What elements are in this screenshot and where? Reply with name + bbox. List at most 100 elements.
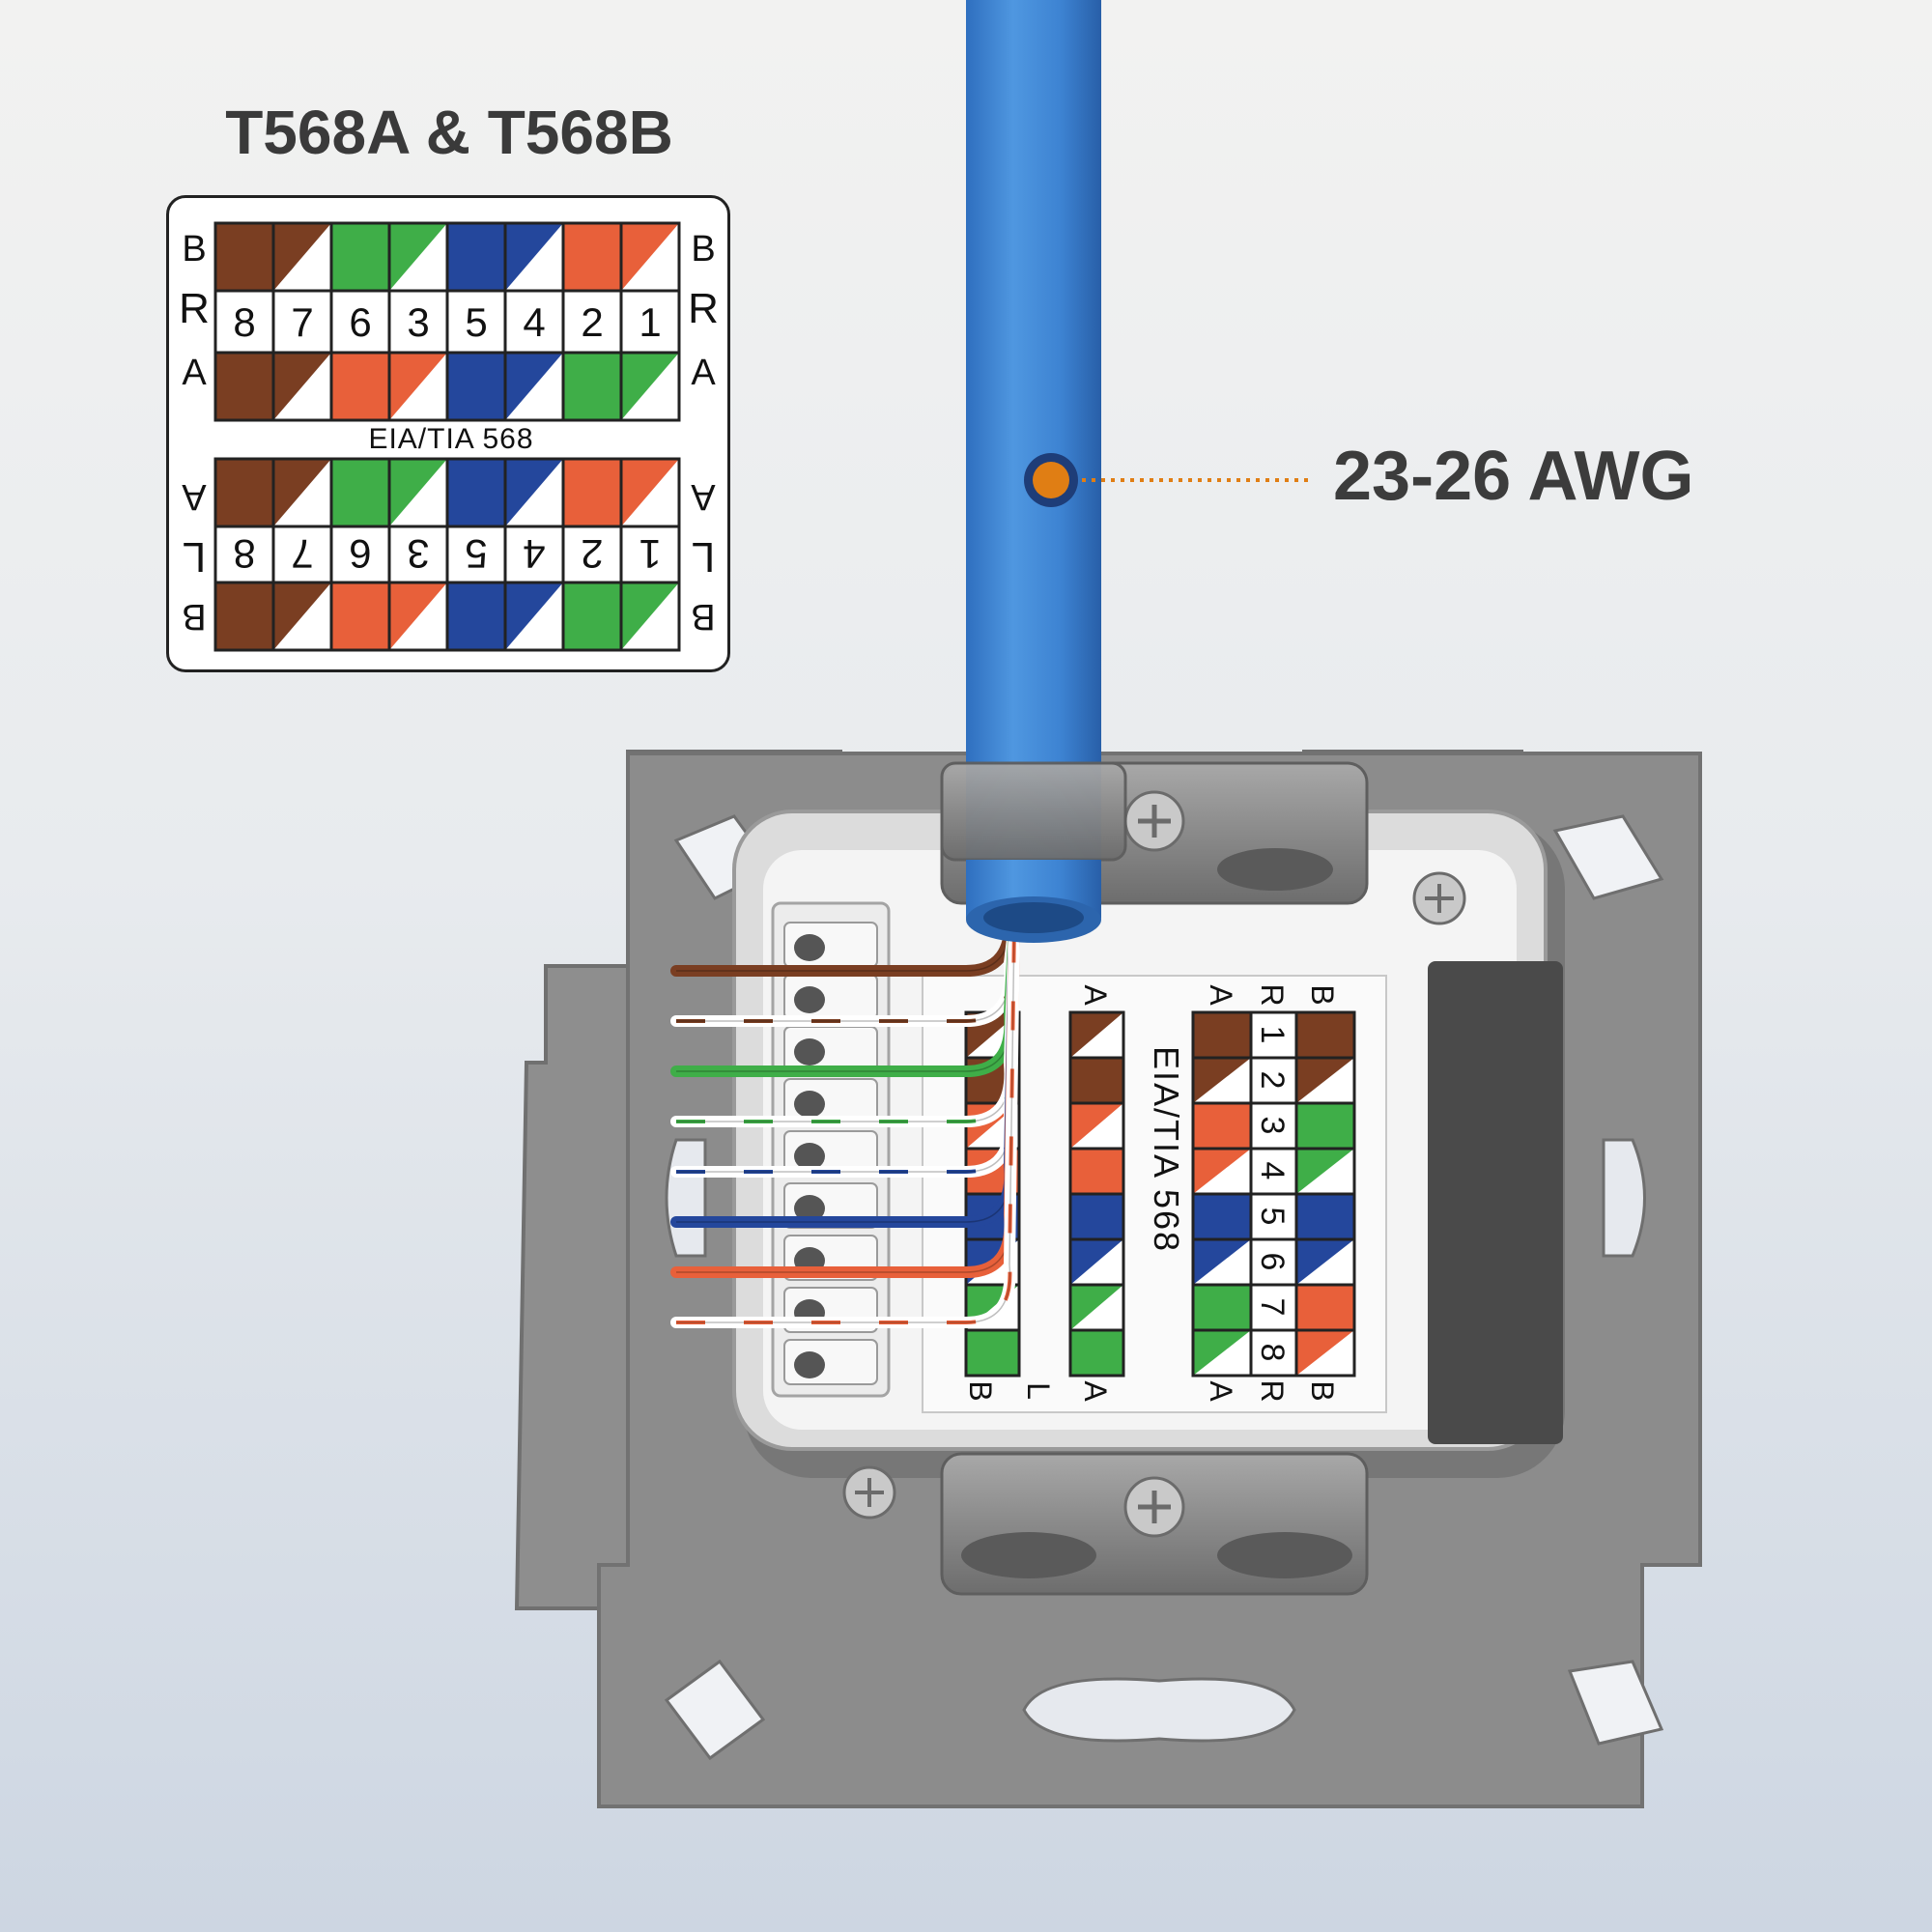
page-title: T568A & T568B <box>225 98 673 167</box>
legend-top-number: 1 <box>639 299 661 345</box>
legend-bottom-letter-right: A <box>691 353 716 393</box>
legend-top-number-cell <box>503 289 565 355</box>
color-cell-orange <box>1191 1101 1253 1151</box>
module-left-top-letter: A <box>1078 984 1113 1006</box>
module-label-right-grid <box>1191 1010 1356 1378</box>
legend-bottom-number: 2 <box>581 531 603 577</box>
wire-gauge-label: 23-26 AWG <box>1333 438 1694 515</box>
color-cell-orange-white <box>619 457 681 528</box>
side-slot-icon <box>665 1138 707 1258</box>
color-cell-green <box>964 1328 1021 1378</box>
module-number: 2 <box>1254 1071 1291 1090</box>
color-cell-brown-white <box>271 351 333 422</box>
legend-top-color-row-a <box>213 351 681 422</box>
color-cell-brown-white <box>1191 1056 1253 1105</box>
module-right-bottom-letter-3: B <box>1305 1380 1340 1401</box>
mounting-hole-icon <box>1552 814 1664 900</box>
bottom-cable-clamp <box>940 1452 1369 1596</box>
color-cell-green <box>561 581 623 652</box>
wire-bundle <box>670 910 1020 1328</box>
legend-top-number: 8 <box>233 299 255 345</box>
color-cell-green-white <box>387 457 449 528</box>
legend-top-number: 3 <box>407 299 429 345</box>
color-cell-green-white <box>1191 1328 1253 1378</box>
legend-bottom-number-cell <box>445 525 507 584</box>
module-number: 4 <box>1254 1162 1291 1180</box>
color-cell-blue <box>445 457 507 528</box>
color-cell-blue-white <box>503 351 565 422</box>
legend-top-number-cell <box>329 289 391 355</box>
legend-top-letter-right: B <box>691 229 715 270</box>
color-cell-blue <box>1068 1192 1125 1241</box>
corner-screw-right <box>1412 871 1466 925</box>
network-cable <box>940 0 1127 943</box>
color-cell-brown-white <box>1294 1056 1356 1105</box>
legend-bottom-number-cell <box>619 525 681 584</box>
module-right-top-letter-1: A <box>1204 984 1238 1006</box>
module-number-cell <box>1249 1283 1298 1332</box>
color-cell-brown <box>1294 1010 1356 1060</box>
module-number: 5 <box>1254 1208 1291 1226</box>
color-cell-blue-white <box>503 221 565 293</box>
color-cell-green <box>1294 1101 1356 1151</box>
idc-contact-icon <box>794 1143 825 1170</box>
color-cell-blue-white <box>1191 1237 1253 1287</box>
module-left-bottom-letter-1: B <box>963 1380 998 1401</box>
color-cell-blue-white <box>1294 1237 1356 1287</box>
color-cell-brown-white <box>1068 1010 1125 1060</box>
legend-top-number-cell <box>619 289 681 355</box>
legend-caption: EIA/TIA 568 <box>368 423 533 455</box>
legend-bottom-number-cell <box>561 525 623 584</box>
legend-top-letter-left: B <box>182 229 206 270</box>
legend-bottom-number: 3 <box>407 531 429 577</box>
legend-lower-top-letter-left: A <box>182 476 207 517</box>
legend-bottom-number-cell <box>387 525 449 584</box>
color-cell-blue-white <box>1068 1237 1125 1287</box>
legend-top-number-cell <box>561 289 623 355</box>
legend-bottom-number-cell <box>503 525 565 584</box>
module-number: 1 <box>1254 1026 1291 1044</box>
color-cell-green-white <box>1068 1283 1125 1332</box>
legend-middle-letter-right: R <box>688 285 719 332</box>
color-cell-orange-white <box>1068 1101 1125 1151</box>
module-right-top-letter-3: B <box>1305 984 1340 1005</box>
idc-contact-icon <box>794 934 825 961</box>
color-cell-orange-white <box>387 581 449 652</box>
color-cell-orange-white <box>1294 1328 1356 1378</box>
module-number: 3 <box>1254 1117 1291 1135</box>
idc-contact-icon <box>794 1091 825 1118</box>
legend-top-number: 2 <box>581 299 603 345</box>
module-number: 7 <box>1254 1298 1291 1317</box>
mounting-hole-icon <box>1567 1660 1664 1746</box>
legend-middle-letter-left: R <box>179 285 210 332</box>
legend-bottom-number: 7 <box>291 531 313 577</box>
color-cell-blue <box>1191 1192 1253 1241</box>
legend-top-number: 5 <box>465 299 487 345</box>
module-number-cell <box>1249 1237 1298 1287</box>
legend-top-number: 4 <box>523 299 545 345</box>
module-left-bottom-letter-3: A <box>1078 1380 1113 1402</box>
module-number: 6 <box>1254 1253 1291 1271</box>
legend-bottom-number: 5 <box>465 531 487 577</box>
mounting-hole-icon <box>664 1659 766 1761</box>
color-cell-orange-white <box>1191 1147 1253 1196</box>
legend-lower-top-letter-right: A <box>691 476 716 517</box>
module-dark-slot <box>1428 961 1563 1444</box>
color-cell-blue <box>445 221 507 293</box>
module-number-cell <box>1249 1056 1298 1105</box>
color-cell-green-white <box>1294 1147 1356 1196</box>
color-cell-brown-white <box>271 457 333 528</box>
legend-bottom-number-cell <box>271 525 333 584</box>
legend-bottom-color-row-a <box>213 581 681 652</box>
color-cell-orange <box>561 221 623 293</box>
legend-top-number-cell <box>213 289 275 355</box>
module-label-caption: EIA/TIA 568 <box>1147 1046 1186 1253</box>
color-cell-green <box>329 221 391 293</box>
color-cell-orange <box>1294 1283 1356 1332</box>
